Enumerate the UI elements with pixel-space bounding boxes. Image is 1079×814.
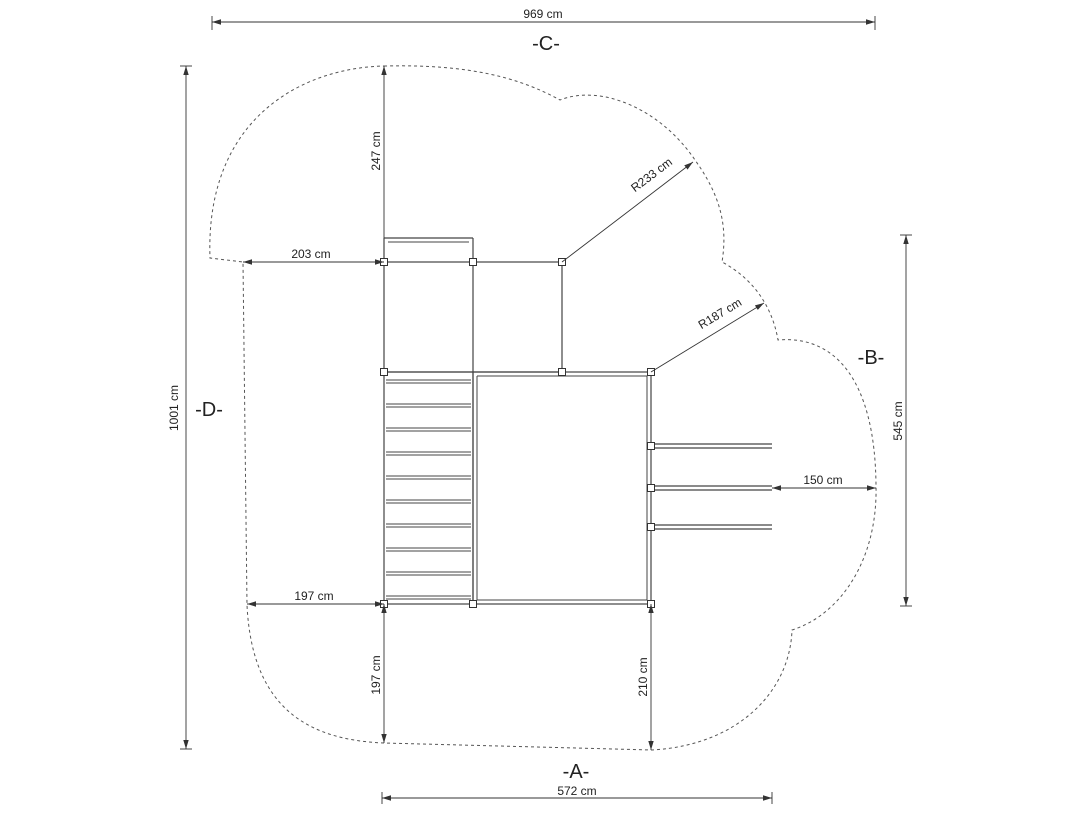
top-clearance-label: 247 cm — [369, 131, 383, 170]
radius-small-line — [650, 302, 765, 373]
side-b-label: -B- — [858, 347, 885, 369]
radius-small-label: R187 cm — [696, 295, 744, 332]
left-upper-label: 203 cm — [291, 247, 330, 261]
structure-posts — [380, 258, 655, 608]
safety-zone-outline — [209, 65, 877, 751]
radius-large-line — [561, 161, 694, 263]
structure-post — [469, 600, 477, 608]
side-bars — [651, 443, 772, 530]
structure-post — [380, 368, 388, 376]
side-d-label: -D- — [195, 399, 223, 421]
depth-total-label: 1001 cm — [167, 385, 181, 431]
lower-deck — [472, 371, 652, 605]
structure-post — [647, 484, 655, 492]
bottom-right-label: 210 cm — [636, 657, 650, 696]
bottom-left-label: 197 cm — [369, 655, 383, 694]
bottom-span-label: 572 cm — [557, 784, 596, 798]
ladder-rungs — [386, 379, 471, 600]
structure-post — [469, 258, 477, 266]
swing-clearance-label: 150 cm — [803, 473, 842, 487]
play-structure — [380, 237, 772, 608]
left-lower-label: 197 cm — [294, 589, 333, 603]
structure-post — [647, 523, 655, 531]
right-block-label: 545 cm — [891, 401, 905, 440]
width-total-label: 969 cm — [523, 7, 562, 21]
radius-large-label: R233 cm — [628, 155, 675, 195]
structure-post — [647, 442, 655, 450]
dimension-lines — [180, 16, 912, 804]
structure-post — [558, 368, 566, 376]
side-a-label: -A- — [563, 761, 590, 783]
side-c-label: -C- — [532, 33, 560, 55]
